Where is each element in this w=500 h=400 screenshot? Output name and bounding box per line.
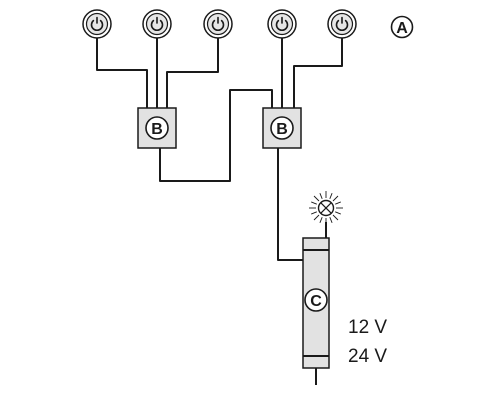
lamp-icon [309, 191, 343, 225]
hub-b-right[interactable]: B [262, 107, 302, 149]
hub-b-left-badge: B [145, 116, 169, 140]
switch-5[interactable] [327, 9, 357, 39]
hub-b-right-label: B [276, 121, 288, 138]
wire-hub-link [159, 89, 273, 182]
driver-c-badge: C [304, 288, 328, 312]
driver-c[interactable]: C [302, 237, 330, 369]
wire-hub-to-driver [277, 148, 303, 261]
power-icon [211, 16, 225, 32]
hub-b-left-label: B [151, 121, 163, 138]
hub-b-left[interactable]: B [137, 107, 177, 149]
label-a-badge: A [390, 15, 414, 39]
wires [96, 38, 343, 385]
switch-4[interactable] [267, 9, 297, 39]
switch-3[interactable] [203, 9, 233, 39]
driver-c-label: C [310, 293, 322, 310]
wire-switch-1 [96, 38, 148, 108]
switch-1[interactable] [82, 9, 112, 39]
hub-b-right-badge: B [270, 116, 294, 140]
voltage-12v: 12 V [348, 317, 387, 338]
lamp-rays [309, 191, 343, 225]
switch-2[interactable] [142, 9, 172, 39]
wire-switch-5 [293, 38, 343, 108]
wire-switch-3 [166, 38, 219, 108]
power-icon [150, 16, 164, 32]
voltage-24v: 24 V [348, 346, 387, 367]
power-icon [335, 16, 349, 32]
power-icon [275, 16, 289, 32]
power-icon [90, 16, 104, 32]
label-a-text: A [396, 20, 408, 37]
